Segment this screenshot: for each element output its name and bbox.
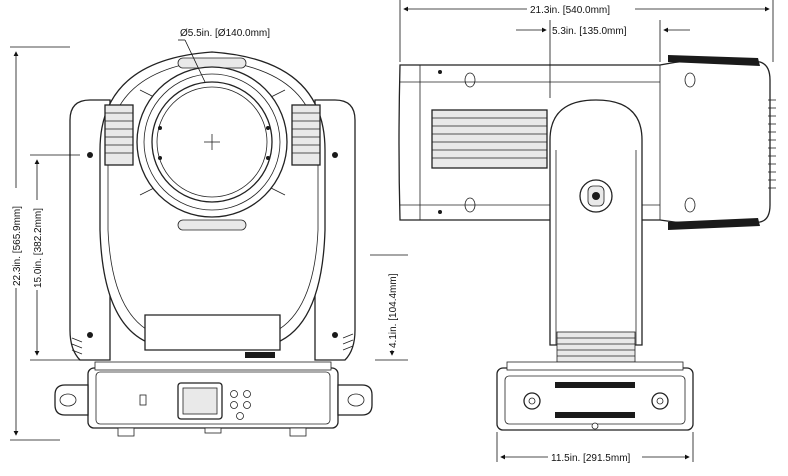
side-view xyxy=(398,55,776,431)
head-height-label: 15.0in. [382.2mm] xyxy=(33,208,44,288)
total-height-label: 22.3in. [565.9mm] xyxy=(12,206,23,286)
front-view xyxy=(54,39,373,437)
total-length-label: 21.3in. [540.0mm] xyxy=(530,5,610,16)
lens-diameter-label: Ø5.5in. [Ø140.0mm] xyxy=(180,28,270,39)
base-height-label: 4.1in. [104.4mm] xyxy=(388,273,399,348)
base-width-label: 11.5in. [291.5mm] xyxy=(551,453,631,464)
offset-length-label: 5.3in. [135.0mm] xyxy=(552,26,627,37)
